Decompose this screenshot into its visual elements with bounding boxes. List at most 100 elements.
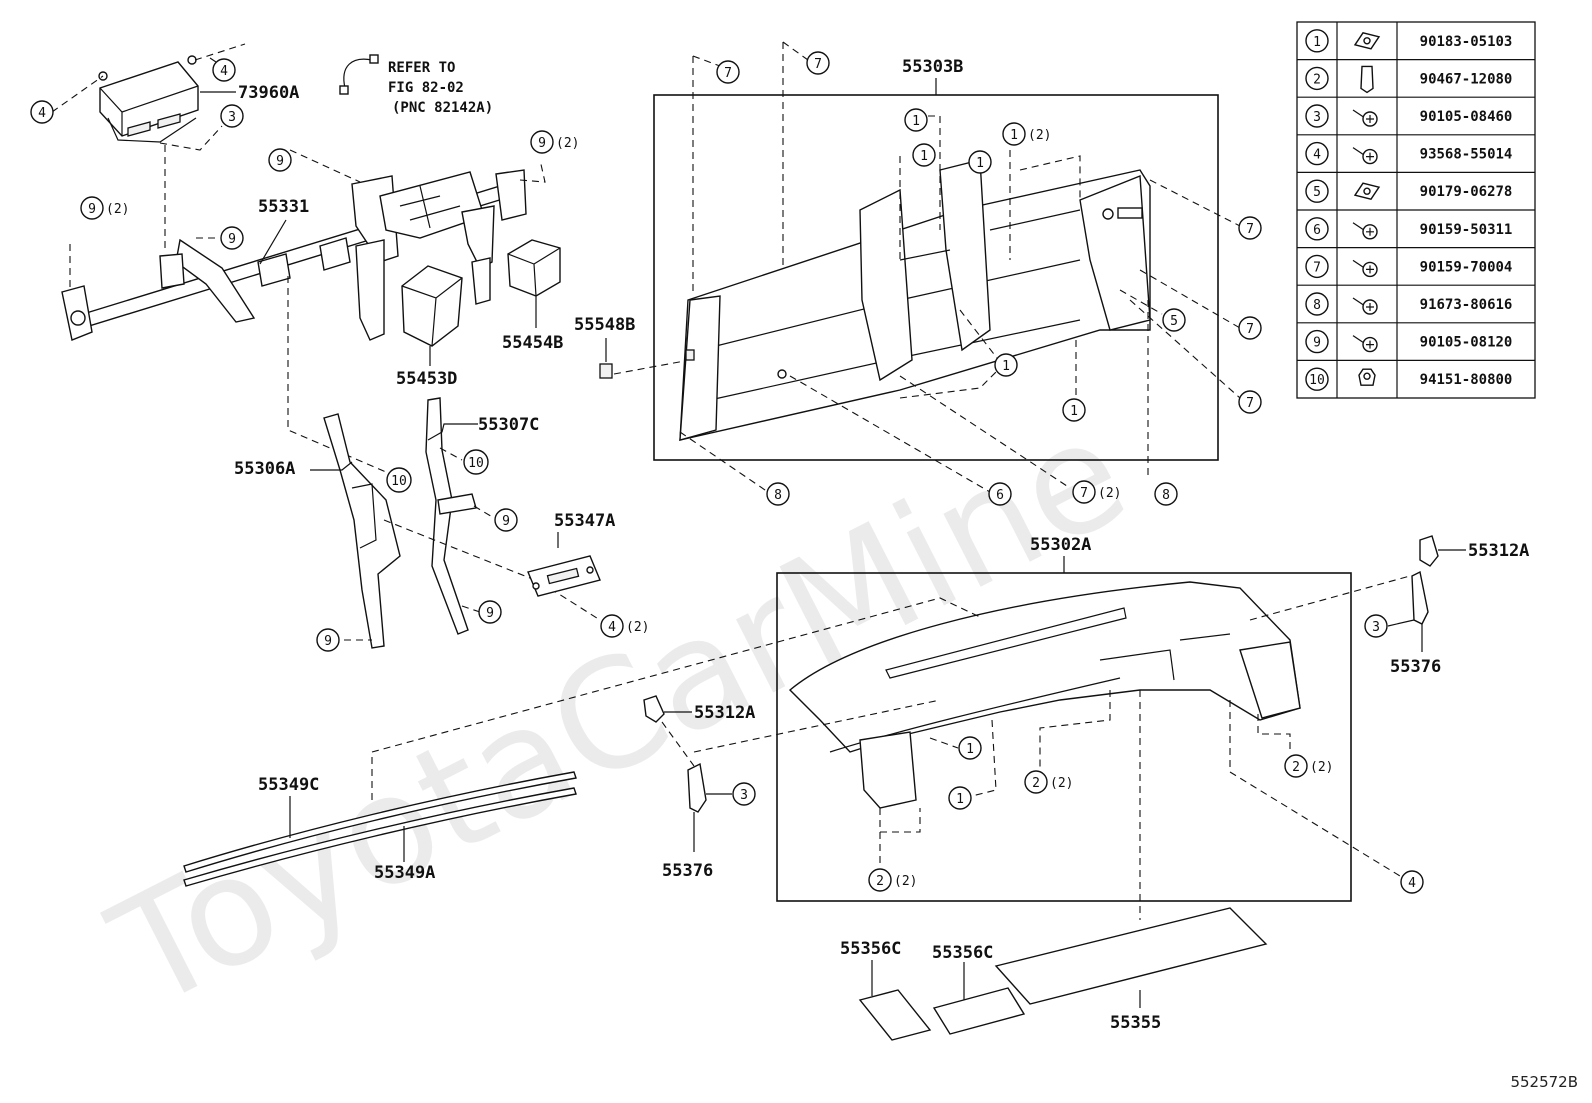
bolt-washer-icon [1352,109,1378,127]
svg-text:3: 3 [740,788,748,803]
callout-9-g: 9 [316,628,340,652]
svg-text:3: 3 [1372,620,1380,635]
fastener-number-circle [1305,141,1329,166]
fastener-part-number: 90105-08120 [1420,335,1513,351]
svg-text:9: 9 [502,514,510,529]
callout-9-e: 9 [494,508,518,532]
fastener-row: 5 90179-06278 [1297,171,1535,203]
svg-text:2: 2 [1292,760,1300,775]
fastener-number-circle [1305,254,1329,279]
callout-4-c: 4 [600,614,624,638]
bracket-55306A [323,413,401,649]
pad-55355 [994,907,1268,1005]
svg-text:4: 4 [608,620,616,635]
tapping-screw-icon [1352,259,1378,278]
fastener-part-number: 94151-80800 [1420,372,1513,388]
callout-8-b: 8 [1154,482,1178,506]
svg-text:7: 7 [814,57,822,72]
fastener-number-circle [1305,179,1329,203]
fastener-number: 4 [1313,148,1321,163]
callout-2-c: 2 [868,868,892,892]
svg-text:4: 4 [38,106,46,121]
svg-text:10: 10 [391,474,407,489]
callout-8-a: 8 [766,482,790,506]
part-number-55454B: 55454B [502,333,563,353]
callout-10-b: 10 [463,449,489,475]
fastener-number-circle [1305,367,1329,391]
svg-text:9: 9 [538,136,546,151]
callout-10-a: 10 [386,467,412,493]
callout-7-a: 7 [716,60,740,84]
qty-4-c: (2) [626,620,649,635]
fastener-part-number: 93568-55014 [1420,147,1513,163]
svg-text:4: 4 [1408,876,1416,891]
pad-55356C-b [932,987,1026,1035]
callout-1-c: 1 [968,150,992,174]
nut-icon [1358,368,1376,386]
part-number-55356C-a: 55356C [840,939,901,959]
callout-4-a: 4 [30,100,54,124]
part-number-55349C: 55349C [258,775,319,795]
cover-55376-left [687,762,707,813]
svg-text:7: 7 [1080,486,1088,501]
part-number-55302A: 55302A [1030,535,1091,555]
clip-nut-icon [1353,182,1381,200]
fastener-part-number: 90179-06278 [1420,184,1513,200]
svg-text:9: 9 [276,154,284,169]
harness-icon [339,54,379,95]
part-number-55312A-left: 55312A [694,703,755,723]
svg-text:7: 7 [1246,396,1254,411]
callout-9-b: 9 [530,130,554,154]
callout-5: 5 [1162,308,1186,332]
fastener-number: 8 [1313,298,1321,313]
callout-2-a: 2 [1024,770,1048,794]
bracket-55307C [425,397,477,635]
svg-text:9: 9 [324,634,332,649]
callout-9-a: 9 [268,148,292,172]
figure-code: 552572B [1510,1073,1578,1091]
callout-9-c: 9 [80,196,104,220]
plate-55347A [527,555,601,597]
fastener-number-circle [1305,104,1329,128]
part-number-55312A-right: 55312A [1468,541,1529,561]
fastener-part-number: 90105-08460 [1420,109,1513,125]
svg-text:1: 1 [966,742,974,757]
callout-3-c: 3 [732,782,756,806]
callout-9-d: 9 [220,226,244,250]
callout-9-f: 9 [478,600,502,624]
svg-text:5: 5 [1170,314,1178,329]
screw-icon [1352,147,1378,165]
callout-7-f: 7 [1072,480,1096,504]
part-number-55355: 55355 [1110,1013,1161,1033]
part-number-55347A: 55347A [554,511,615,531]
callout-7-d: 7 [1238,316,1262,340]
fastener-part-number: 90183-05103 [1420,34,1513,50]
refer-note-line2: FIG 82-02 [388,80,464,96]
callout-1-a: 1 [904,108,928,132]
part-number-55356C-b: 55356C [932,943,993,963]
fastener-number: 2 [1313,72,1321,87]
tapping-screw-icon [1352,222,1378,240]
callout-6: 6 [988,482,1012,506]
svg-text:1: 1 [1010,128,1018,143]
part-number-73960A: 73960A [238,83,299,103]
part-number-55306A: 55306A [234,459,295,479]
qty-2-a: (2) [1050,776,1073,791]
callout-1-f: 1 [1062,398,1086,422]
part-55548B [599,363,613,379]
svg-text:3: 3 [228,110,236,125]
fastener-number: 5 [1313,185,1321,200]
svg-text:1: 1 [1002,359,1010,374]
part-number-55548B: 55548B [574,315,635,335]
part-number-55303B: 55303B [902,57,963,77]
part-number-55331: 55331 [258,197,309,217]
airbag-module [98,55,199,143]
